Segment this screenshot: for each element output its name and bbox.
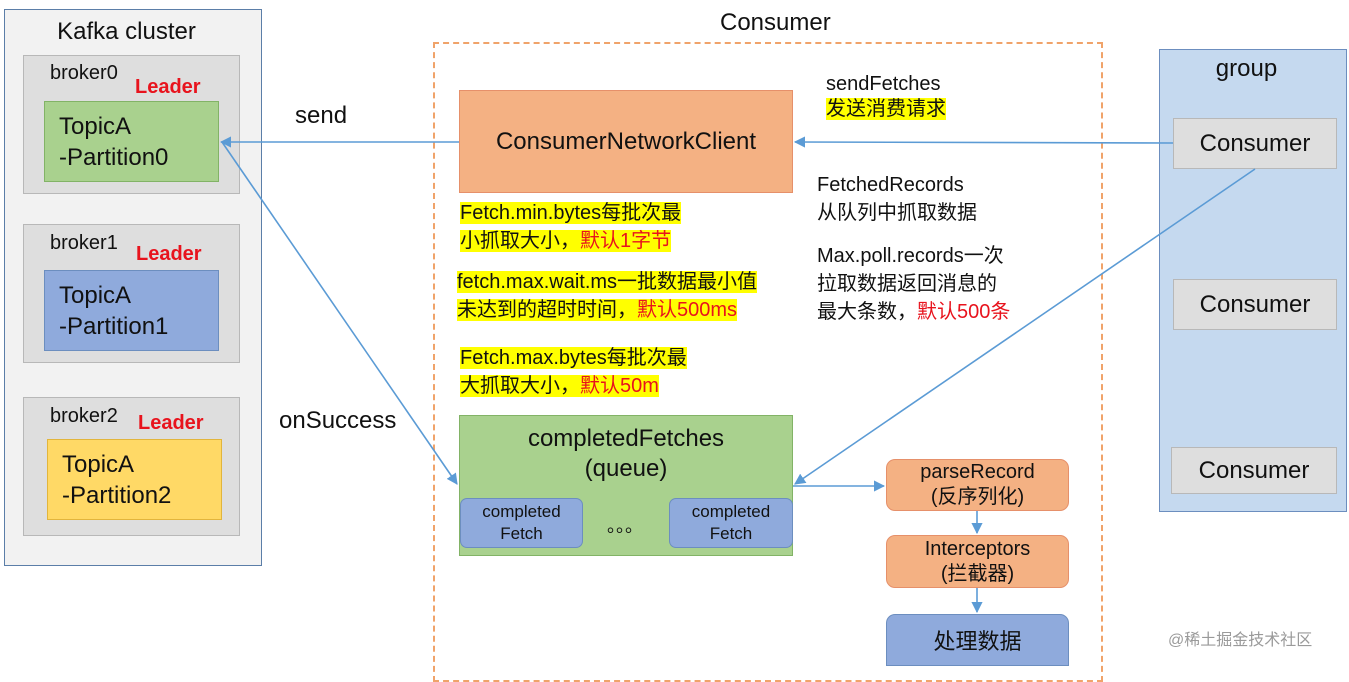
interceptors-step: Interceptors (拦截器) [886, 535, 1069, 588]
fetched-records-line1: FetchedRecords [817, 174, 964, 196]
fetched-records-arrow [794, 168, 1256, 485]
broker-name-2: broker2 [50, 405, 118, 427]
group-consumer-0: Consumer [1173, 118, 1337, 169]
completed-fetch-1-line1: completed [691, 502, 771, 521]
process-data-step: 处理数据 [886, 614, 1069, 666]
consumer-network-client: ConsumerNetworkClient [459, 90, 793, 193]
fetch-min-bytes-line1: Fetch.min.bytes每批次最 [460, 202, 682, 224]
watermark: @稀土掘金技术社区 [1168, 632, 1313, 649]
fetch-min-bytes-default: 默认1字节 [580, 230, 672, 252]
fetch-max-wait-line2: 未达到的超时时间，默认500ms [457, 299, 738, 321]
max-poll-line1: Max.poll.records一次 [817, 245, 1004, 267]
partition-box-2: TopicA -Partition2 [47, 439, 222, 520]
fetch-max-bytes-note: Fetch.max.bytes每批次最 大抓取大小，默认50m [460, 344, 687, 400]
interceptors-line1: Interceptors [924, 537, 1031, 560]
kafka-cluster-title: Kafka cluster [57, 18, 196, 45]
max-poll-records-note: Max.poll.records一次 拉取数据返回消息的 最大条数，默认500条 [817, 242, 1010, 326]
interceptors-line2: (拦截器) [940, 562, 1015, 585]
broker-name-0: broker0 [50, 62, 118, 84]
partition-box-1: TopicA -Partition1 [44, 270, 219, 351]
partition-topic-0: TopicA [59, 112, 132, 140]
partition-name-2: -Partition2 [62, 481, 172, 509]
leader-label-1: Leader [136, 243, 202, 265]
fetch-min-bytes-note: Fetch.min.bytes每批次最 小抓取大小，默认1字节 [460, 199, 682, 255]
arrow-layer [219, 136, 1256, 614]
fetch-max-bytes-default: 默认50m [580, 375, 659, 397]
group-consumer-2: Consumer [1171, 447, 1337, 494]
fetch-max-wait-desc: 未达到的超时时间， [457, 299, 637, 321]
partition-box-0: TopicA -Partition0 [44, 101, 219, 182]
max-poll-line3: 最大条数， [817, 301, 917, 323]
fetch-min-bytes-desc: 小抓取大小， [460, 230, 580, 252]
max-poll-default: 默认500条 [917, 301, 1011, 323]
process-data-label: 处理数据 [933, 629, 1022, 654]
partition-topic-1: TopicA [59, 281, 132, 309]
partition-name-0: -Partition0 [59, 143, 169, 171]
partition-name-1: -Partition1 [59, 312, 169, 340]
fetch-max-wait-line1: fetch.max.wait.ms一批数据最小值 [457, 271, 758, 293]
on-success-arrow [221, 141, 458, 485]
leader-label-0: Leader [135, 76, 201, 98]
send-label: send [295, 102, 348, 129]
send-fetches-cn-text: 发送消费请求 [826, 98, 946, 120]
partition-topic-2: TopicA [62, 450, 135, 478]
completed-fetch-item-0: completed Fetch [460, 498, 583, 548]
max-poll-line2: 拉取数据返回消息的 [817, 273, 997, 295]
completed-fetch-0-line1: completed [482, 502, 561, 521]
consumer-title: Consumer [720, 9, 831, 36]
fetch-max-bytes-line2: 大抓取大小，默认50m [460, 375, 659, 397]
leader-label-2: Leader [138, 412, 204, 434]
completed-fetch-item-1: completed Fetch [669, 498, 793, 548]
queue-ellipsis: 。。。 [607, 516, 643, 536]
parse-record-line1: parseRecord [920, 461, 1035, 483]
completed-fetch-0-line2: Fetch [500, 524, 543, 543]
send-fetches-cn: 发送消费请求 [826, 95, 946, 123]
parse-record-step: parseRecord (反序列化) [886, 459, 1069, 511]
send-fetches-arrow [793, 136, 1174, 148]
fetch-max-wait-default: 默认500ms [637, 299, 738, 321]
queue-title: completedFetches [527, 425, 725, 452]
send-fetches-label: sendFetches [826, 73, 941, 95]
parse-record-line2: (反序列化) [930, 486, 1025, 508]
group-title: group [1215, 55, 1278, 82]
queue-subtitle: (queue) [584, 455, 668, 482]
fetched-records-line2: 从队列中抓取数据 [817, 202, 977, 224]
fetch-max-bytes-desc: 大抓取大小， [460, 375, 580, 397]
fetch-max-bytes-line1: Fetch.max.bytes每批次最 [460, 347, 687, 369]
completed-fetch-1-line2: Fetch [709, 524, 753, 543]
fetched-records-note: FetchedRecords 从队列中抓取数据 [817, 171, 977, 227]
fetch-min-bytes-line2: 小抓取大小，默认1字节 [460, 230, 672, 252]
group-consumer-1: Consumer [1173, 279, 1337, 330]
broker-name-1: broker1 [50, 232, 118, 254]
fetch-max-wait-note: fetch.max.wait.ms一批数据最小值 未达到的超时时间，默认500m… [457, 268, 758, 324]
on-success-label: onSuccess [279, 407, 397, 434]
